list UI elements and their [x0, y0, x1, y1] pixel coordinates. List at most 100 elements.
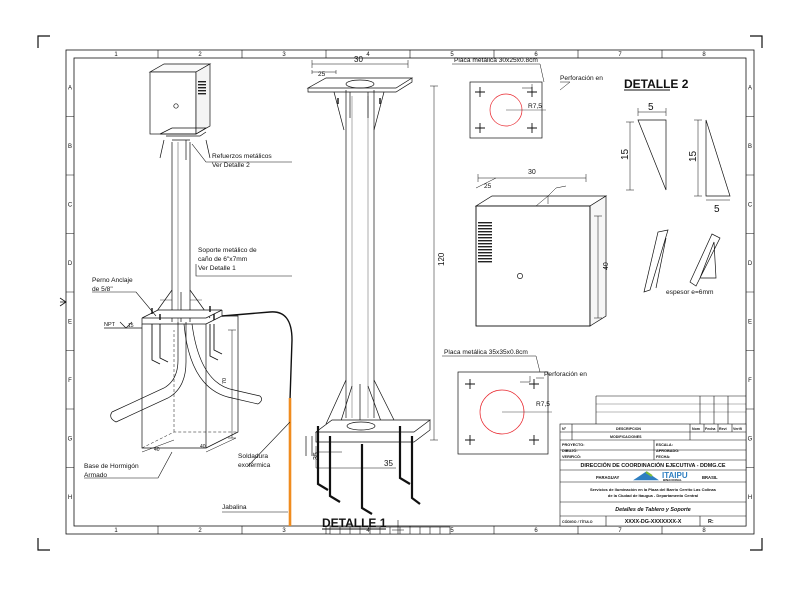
tb-logo-right: BRASIL: [702, 475, 718, 480]
column-label-bottom: 3: [282, 528, 286, 534]
plate-1-perforacion: Perforación en: [560, 75, 603, 82]
dim-cabinet-height: 40: [603, 262, 610, 270]
row-label-right: C: [748, 202, 753, 208]
row-label-left: H: [68, 495, 72, 501]
tb-col-no: Nº: [562, 427, 567, 431]
row-label-left: A: [68, 85, 72, 91]
callout-refuerzos-line2: Ver Detalle 2: [212, 162, 250, 169]
detalle-2-title: DETALLE 2: [624, 77, 689, 91]
callout-soporte-line1: Soporte metálico de: [198, 247, 257, 254]
detalle-1-title: DETALLE 1: [322, 516, 387, 530]
tb-servicios-line1: Servicios de Iluminación en la Plaza del…: [590, 487, 717, 492]
scale-bar: [329, 520, 451, 535]
column-label-bottom: 2: [198, 528, 202, 534]
tb-proyecto: PROYECTO:: [562, 443, 585, 447]
dim-top-plate: 30: [354, 55, 363, 64]
cabinet-louver-grille: [478, 222, 492, 264]
callout-soporte-line3: Ver Detalle 1: [198, 265, 236, 272]
plate-2-radius: R7,5: [536, 401, 550, 408]
column-label-top: 6: [534, 52, 538, 58]
crop-marks: [37, 35, 763, 551]
row-label-left: F: [68, 378, 72, 384]
column-label-bottom: 7: [618, 528, 622, 534]
dim-pole-height: 120: [437, 252, 446, 266]
dim-gusset-b-height: 15: [688, 150, 699, 162]
callout-jabalina: Jabalina: [222, 504, 247, 511]
column-label-top: 5: [450, 52, 454, 58]
cabinet-isometric: [148, 63, 212, 135]
callout-refuerzos-line1: Refuerzos metálicos: [212, 153, 272, 160]
tb-revision: R:: [708, 519, 714, 525]
plate-1-view: [452, 63, 571, 139]
left-center-mark: [59, 297, 67, 307]
callout-base-line1: Base de Hormigón: [84, 463, 139, 470]
tb-dibujo: DIBUJÓ:: [562, 448, 578, 453]
dim-base-plate: 35: [384, 459, 393, 468]
column-label-top: 8: [702, 52, 706, 58]
row-label-left: C: [68, 202, 73, 208]
dim-npt: 15: [128, 323, 134, 329]
tb-servicios-line2: de la Ciudad de Itaugua - Departamento C…: [608, 493, 698, 498]
column-label-top: 2: [198, 52, 202, 58]
row-label-right: H: [748, 495, 752, 501]
column-label-bottom: 8: [702, 528, 706, 534]
tb-logo-sub: BINACIONAL: [663, 478, 682, 482]
tb-escala: ESCALA:: [656, 443, 673, 447]
column-label-bottom: 6: [534, 528, 538, 534]
tb-codigo-label: CÓDIGO / TÍTULO: [562, 519, 593, 524]
column-label-bottom: 4: [366, 528, 370, 534]
row-ticks: [66, 116, 754, 468]
row-label-left: E: [68, 319, 72, 325]
dim-footing-height: 70: [222, 378, 228, 384]
dim-gusset-b-width: 5: [714, 204, 720, 215]
detalle-1-pole: [305, 77, 432, 515]
tb-codigo: XXXX-DG-XXXXXXX-X: [625, 519, 682, 525]
callout-soporte-line2: caño de 6"x7mm: [198, 256, 248, 263]
tb-col-nom: Nom: [692, 427, 700, 431]
cabinet-louver: [198, 80, 206, 96]
tb-direccion: DIRECCIÓN DE COORDINACIÓN EJECUTIVA - DD…: [581, 461, 726, 469]
callout-perno-line2: de 5/8": [92, 286, 113, 293]
cabinet-detail: [474, 174, 608, 327]
dim-footing-width: 40: [154, 447, 160, 453]
plate-2-perforacion: Perforación en: [544, 371, 587, 378]
dim-footing-depth: 40: [200, 444, 206, 450]
column-label-bottom: 1: [114, 528, 118, 534]
dim-gusset-a-width: 5: [648, 102, 654, 113]
column-label-bottom: 5: [450, 528, 454, 534]
tb-verifico: VERIFICÓ:: [562, 454, 581, 459]
row-label-right: G: [748, 436, 753, 442]
tb-col-verifi: Verifi: [733, 427, 742, 431]
row-label-right: A: [748, 85, 752, 91]
dim-top-plate-small: 25: [318, 71, 326, 78]
callout-base-line2: Armado: [84, 472, 107, 479]
dim-cabinet-width: 30: [528, 169, 536, 176]
tb-col-fecha: Fecha: [705, 427, 716, 431]
tb-col-revi: Revi: [719, 427, 727, 431]
detalle-2-gussets: [624, 89, 731, 293]
tb-detalles: Detalles de Tablero y Soporte: [615, 507, 691, 513]
row-label-left: D: [68, 261, 73, 267]
callout-soldadura-line1: Soldadura: [238, 453, 268, 460]
callout-leaders: [84, 143, 292, 513]
tb-aprobado: APROBADO:: [656, 449, 679, 453]
dim-base-depth: 35: [313, 452, 320, 460]
pole-assembly-isometric: [104, 63, 293, 449]
plate-2-title: Placa metálica 35x35x0.8cm: [444, 349, 528, 356]
tb-modificaciones: MODIFICACIONES: [610, 435, 642, 439]
row-label-left: B: [68, 144, 72, 150]
tb-fecha: FECHA:: [656, 455, 670, 459]
detalle-1-dimensions: [311, 60, 438, 469]
title-block: [559, 395, 747, 527]
row-label-right: B: [748, 144, 752, 150]
callout-soldadura-line2: exotérmica: [238, 462, 271, 469]
tb-logo-name: ITAIPU: [662, 471, 688, 480]
plate-1-radius: R7,5: [528, 103, 542, 110]
callout-npt: NPT: [104, 322, 116, 328]
detalle-2-espesor: espesor e=6mm: [666, 289, 714, 296]
row-label-right: D: [748, 261, 753, 267]
callout-perno-line1: Perno Anclaje: [92, 277, 133, 284]
dim-gusset-a-height: 15: [620, 148, 631, 160]
